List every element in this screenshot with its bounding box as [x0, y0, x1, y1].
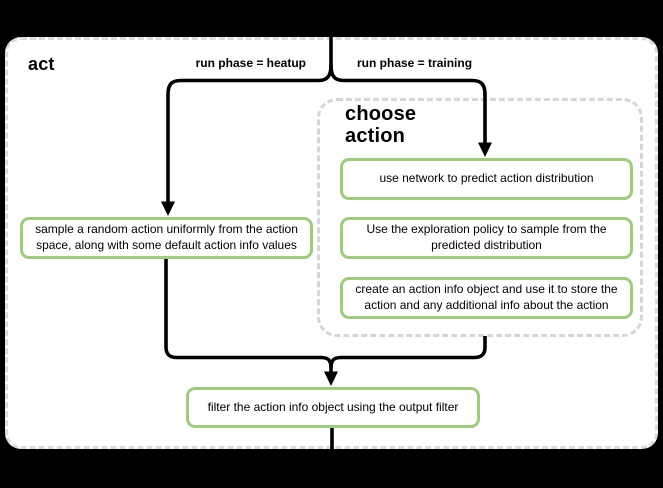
node-predict-distribution: use network to predict action distributi…	[340, 158, 633, 200]
group-title-choose-action: choose action	[345, 103, 417, 147]
node-exploration-policy: Use the exploration policy to sample fro…	[340, 217, 633, 259]
panel-title-act: act	[28, 54, 55, 74]
edge-label-training: run phase = training	[357, 56, 473, 70]
node-create-action-info: create an action info object and use it …	[340, 277, 633, 319]
node-filter-output: filter the action info object using the …	[186, 387, 480, 428]
edge-label-heatup: run phase = heatup	[195, 56, 306, 70]
node-sample-random-action: sample a random action uniformly from th…	[20, 217, 313, 259]
